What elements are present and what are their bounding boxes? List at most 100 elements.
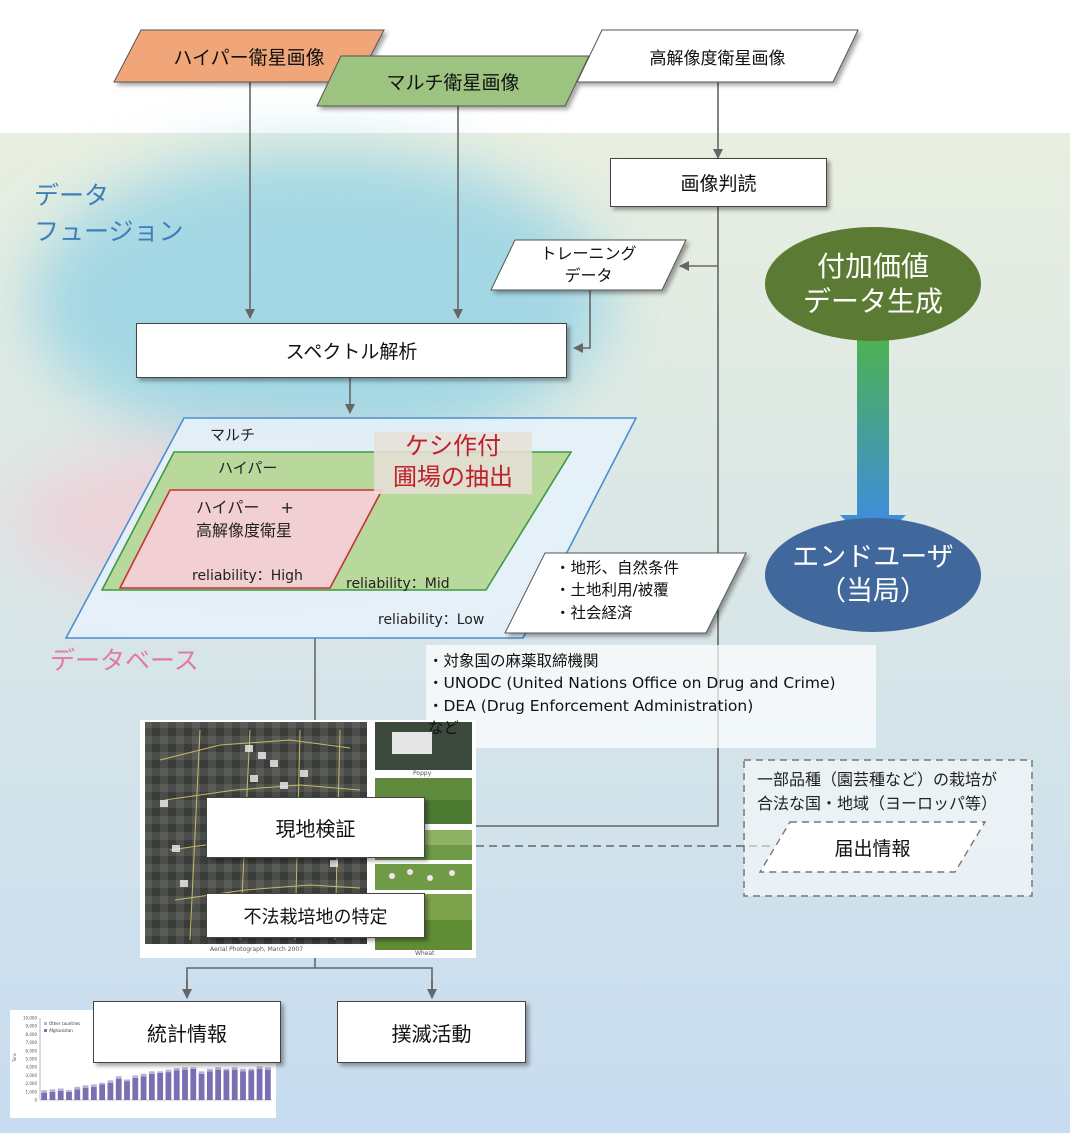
chart-legend-label: Afghanistan <box>49 1028 73 1033</box>
chart-bar-afghanistan <box>157 1072 164 1100</box>
connectors <box>182 82 770 999</box>
chart-bar-afghanistan <box>115 1078 122 1100</box>
chart-bar-other <box>66 1090 72 1092</box>
interpretation-label: 画像判読 <box>680 173 757 195</box>
notice-shape <box>758 821 987 873</box>
chart-bar-other <box>99 1082 106 1085</box>
end-user-ellipse <box>765 518 981 632</box>
field-verification-label: 現地検証 <box>275 817 356 841</box>
agency-item: ・対象国の麻薬取締機関 <box>428 652 599 670</box>
end-user-line-2: （当局） <box>819 576 927 607</box>
chart-bar-afghanistan <box>124 1081 130 1100</box>
chart-bar-afghanistan <box>182 1069 188 1100</box>
agency-item: など <box>428 719 460 738</box>
chart-y-tick: 7,000 <box>26 1040 38 1045</box>
chart-y-label: Tons <box>12 1053 17 1063</box>
stats-chart: 10,0009,0008,0007,0006,0005,0004,0003,00… <box>12 1016 272 1103</box>
agencies-panel <box>426 645 876 748</box>
chart-bar-other <box>173 1068 180 1071</box>
wheat-caption: Wheat <box>415 950 435 957</box>
chart-bar-other <box>90 1084 97 1087</box>
chart-y-tick: 1,000 <box>26 1089 38 1094</box>
extraction-line-1: ケシ作付 <box>405 431 501 460</box>
chart-bar-other <box>140 1073 147 1077</box>
chart-bar-afghanistan <box>190 1068 197 1100</box>
hyper-input: ハイパー衛星画像 <box>114 30 384 82</box>
reliability-high: reliability：High <box>192 568 303 584</box>
chart-bar-other <box>74 1086 81 1090</box>
chart-y-tick: 4,000 <box>26 1065 38 1070</box>
hires-input-shape <box>576 29 859 83</box>
fusion-blob <box>30 150 610 450</box>
chart-bar-afghanistan <box>148 1073 155 1100</box>
chart-legend-swatch <box>44 1029 47 1032</box>
value-add: 付加価値 データ生成 <box>765 227 981 341</box>
chart-bar-afghanistan <box>41 1092 48 1100</box>
big-arrow-shaft <box>857 335 889 517</box>
hires-input: 高解像度衛星画像 <box>577 30 858 82</box>
chart-bar-other <box>215 1067 222 1070</box>
reliability-low: reliability：Low <box>378 612 485 628</box>
chart-bar-other <box>157 1071 164 1073</box>
multi-input-label: マルチ衛星画像 <box>386 71 520 94</box>
eradication-box: 撲滅活動 <box>337 1001 526 1063</box>
chart-bar-afghanistan <box>49 1091 56 1100</box>
end-user-line-1: エンドユーザ <box>792 542 954 574</box>
conditions-list: ・地形、自然条件 ・土地利用/被覆 ・社会経済 <box>555 557 679 624</box>
chart-bar-other <box>165 1069 172 1073</box>
chart-bar-other <box>190 1067 197 1069</box>
chart-bar-other <box>41 1090 48 1093</box>
notice-info-label: 届出情報 <box>834 837 911 860</box>
chart-bar-afghanistan <box>165 1072 172 1100</box>
thumbnail-flowers <box>375 864 472 890</box>
training-data-shape <box>490 239 687 291</box>
poppy-caption: Poppy <box>413 770 432 777</box>
hires-input-label: 高解像度衛星画像 <box>649 48 786 69</box>
illegal-site-label: 不法栽培地の特定 <box>243 906 388 928</box>
chart-bar-afghanistan <box>264 1069 271 1100</box>
legal-region-line-1: 一部品種（園芸種など）の栽培が <box>757 770 998 789</box>
chart-bar-afghanistan <box>132 1077 139 1100</box>
chart-bar-other <box>198 1071 205 1074</box>
chart-bar-afghanistan <box>90 1086 97 1100</box>
hyper-layer-label: ハイパー <box>218 459 278 477</box>
chart-bar-afghanistan <box>223 1070 230 1100</box>
conditions-shape <box>504 552 747 634</box>
chart-bar-other <box>231 1067 238 1070</box>
chart-y-tick: 8,000 <box>26 1032 38 1037</box>
spectral-label: スペクトル解析 <box>285 341 418 363</box>
field-verification-box: 現地検証 <box>206 797 425 858</box>
condition-item: ・社会経済 <box>555 603 633 622</box>
chart-bar-other <box>107 1080 114 1083</box>
chart-bar-other <box>256 1066 263 1069</box>
chart-bar-other <box>148 1071 155 1074</box>
thumbnail-poppy-aerial <box>375 722 472 770</box>
chart-bar-afghanistan <box>82 1087 89 1100</box>
aerial-caption: Aerial Photograph, March 2007 <box>210 946 304 953</box>
chart-bar-other <box>132 1075 139 1078</box>
combo-layer-label-1: ハイパー + <box>196 498 294 517</box>
extraction-highlight <box>374 432 532 494</box>
chart-bar-afghanistan <box>140 1076 147 1100</box>
agencies-list: ・対象国の麻薬取締機関 ・UNODC (United Nations Offic… <box>428 650 836 740</box>
arrow-interpretation-to-field <box>431 205 719 831</box>
chart-bar-other <box>248 1068 255 1071</box>
chart-bar-afghanistan <box>206 1071 213 1100</box>
condition-item: ・地形、自然条件 <box>555 559 680 577</box>
arrow-training-to-spectral <box>573 290 591 353</box>
training-label-1: トレーニング <box>540 244 637 264</box>
chart-y-tick: 10,000 <box>23 1016 37 1021</box>
chart-bar-afghanistan <box>99 1084 106 1100</box>
chart-bar-afghanistan <box>240 1071 246 1100</box>
multi-layer-label: マルチ <box>210 426 256 444</box>
chart-y-tick: 3,000 <box>26 1073 38 1078</box>
stats-label: 統計情報 <box>147 1021 227 1046</box>
multi-input: マルチ衛星画像 <box>317 56 589 106</box>
chart-bar-other <box>124 1079 130 1082</box>
database-label: データベース <box>50 646 199 675</box>
extraction-line-2: 圃場の抽出 <box>393 463 513 491</box>
training-data: トレーニング データ <box>491 240 686 290</box>
reliability-mid: reliability：Mid <box>346 576 450 592</box>
chart-bar-afghanistan <box>248 1070 255 1100</box>
